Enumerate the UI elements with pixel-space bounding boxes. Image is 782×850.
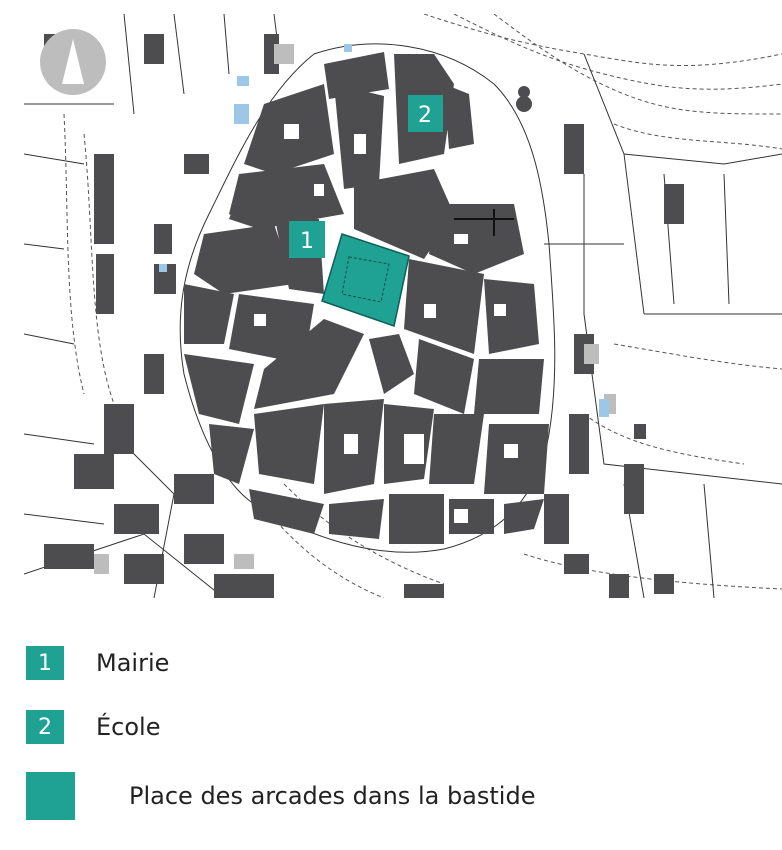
parcel-lines [24, 14, 782, 598]
legend-label-mairie: Mairie [96, 649, 170, 677]
legend-marker-2: 2 [26, 710, 64, 744]
legend-marker-1: 1 [26, 646, 64, 680]
courtyards [254, 124, 518, 523]
water-features [159, 44, 609, 417]
bastide-map: 1 2 [24, 14, 782, 598]
legend-marker-2-label: 2 [38, 714, 52, 740]
legend-swatch-place [26, 772, 75, 820]
legend-label-place: Place des arcades dans la bastide [129, 782, 536, 810]
bastide-blocks [184, 52, 549, 544]
marker-1-label: 1 [300, 229, 314, 254]
legend-item-place: Place des arcades dans la bastide [26, 772, 535, 820]
legend-label-ecole: École [96, 713, 161, 741]
north-arrow-icon [40, 29, 106, 95]
terrain-contours [63, 14, 782, 598]
legend-item-mairie: 1 Mairie [26, 646, 169, 680]
legend-item-ecole: 2 École [26, 710, 160, 744]
legend-marker-1-label: 1 [38, 650, 52, 676]
marker-1[interactable]: 1 [289, 221, 325, 258]
church-cross-icon [454, 209, 514, 236]
place-des-arcades [321, 233, 410, 327]
marker-2-label: 2 [418, 103, 432, 128]
marker-2[interactable]: 2 [408, 95, 443, 132]
